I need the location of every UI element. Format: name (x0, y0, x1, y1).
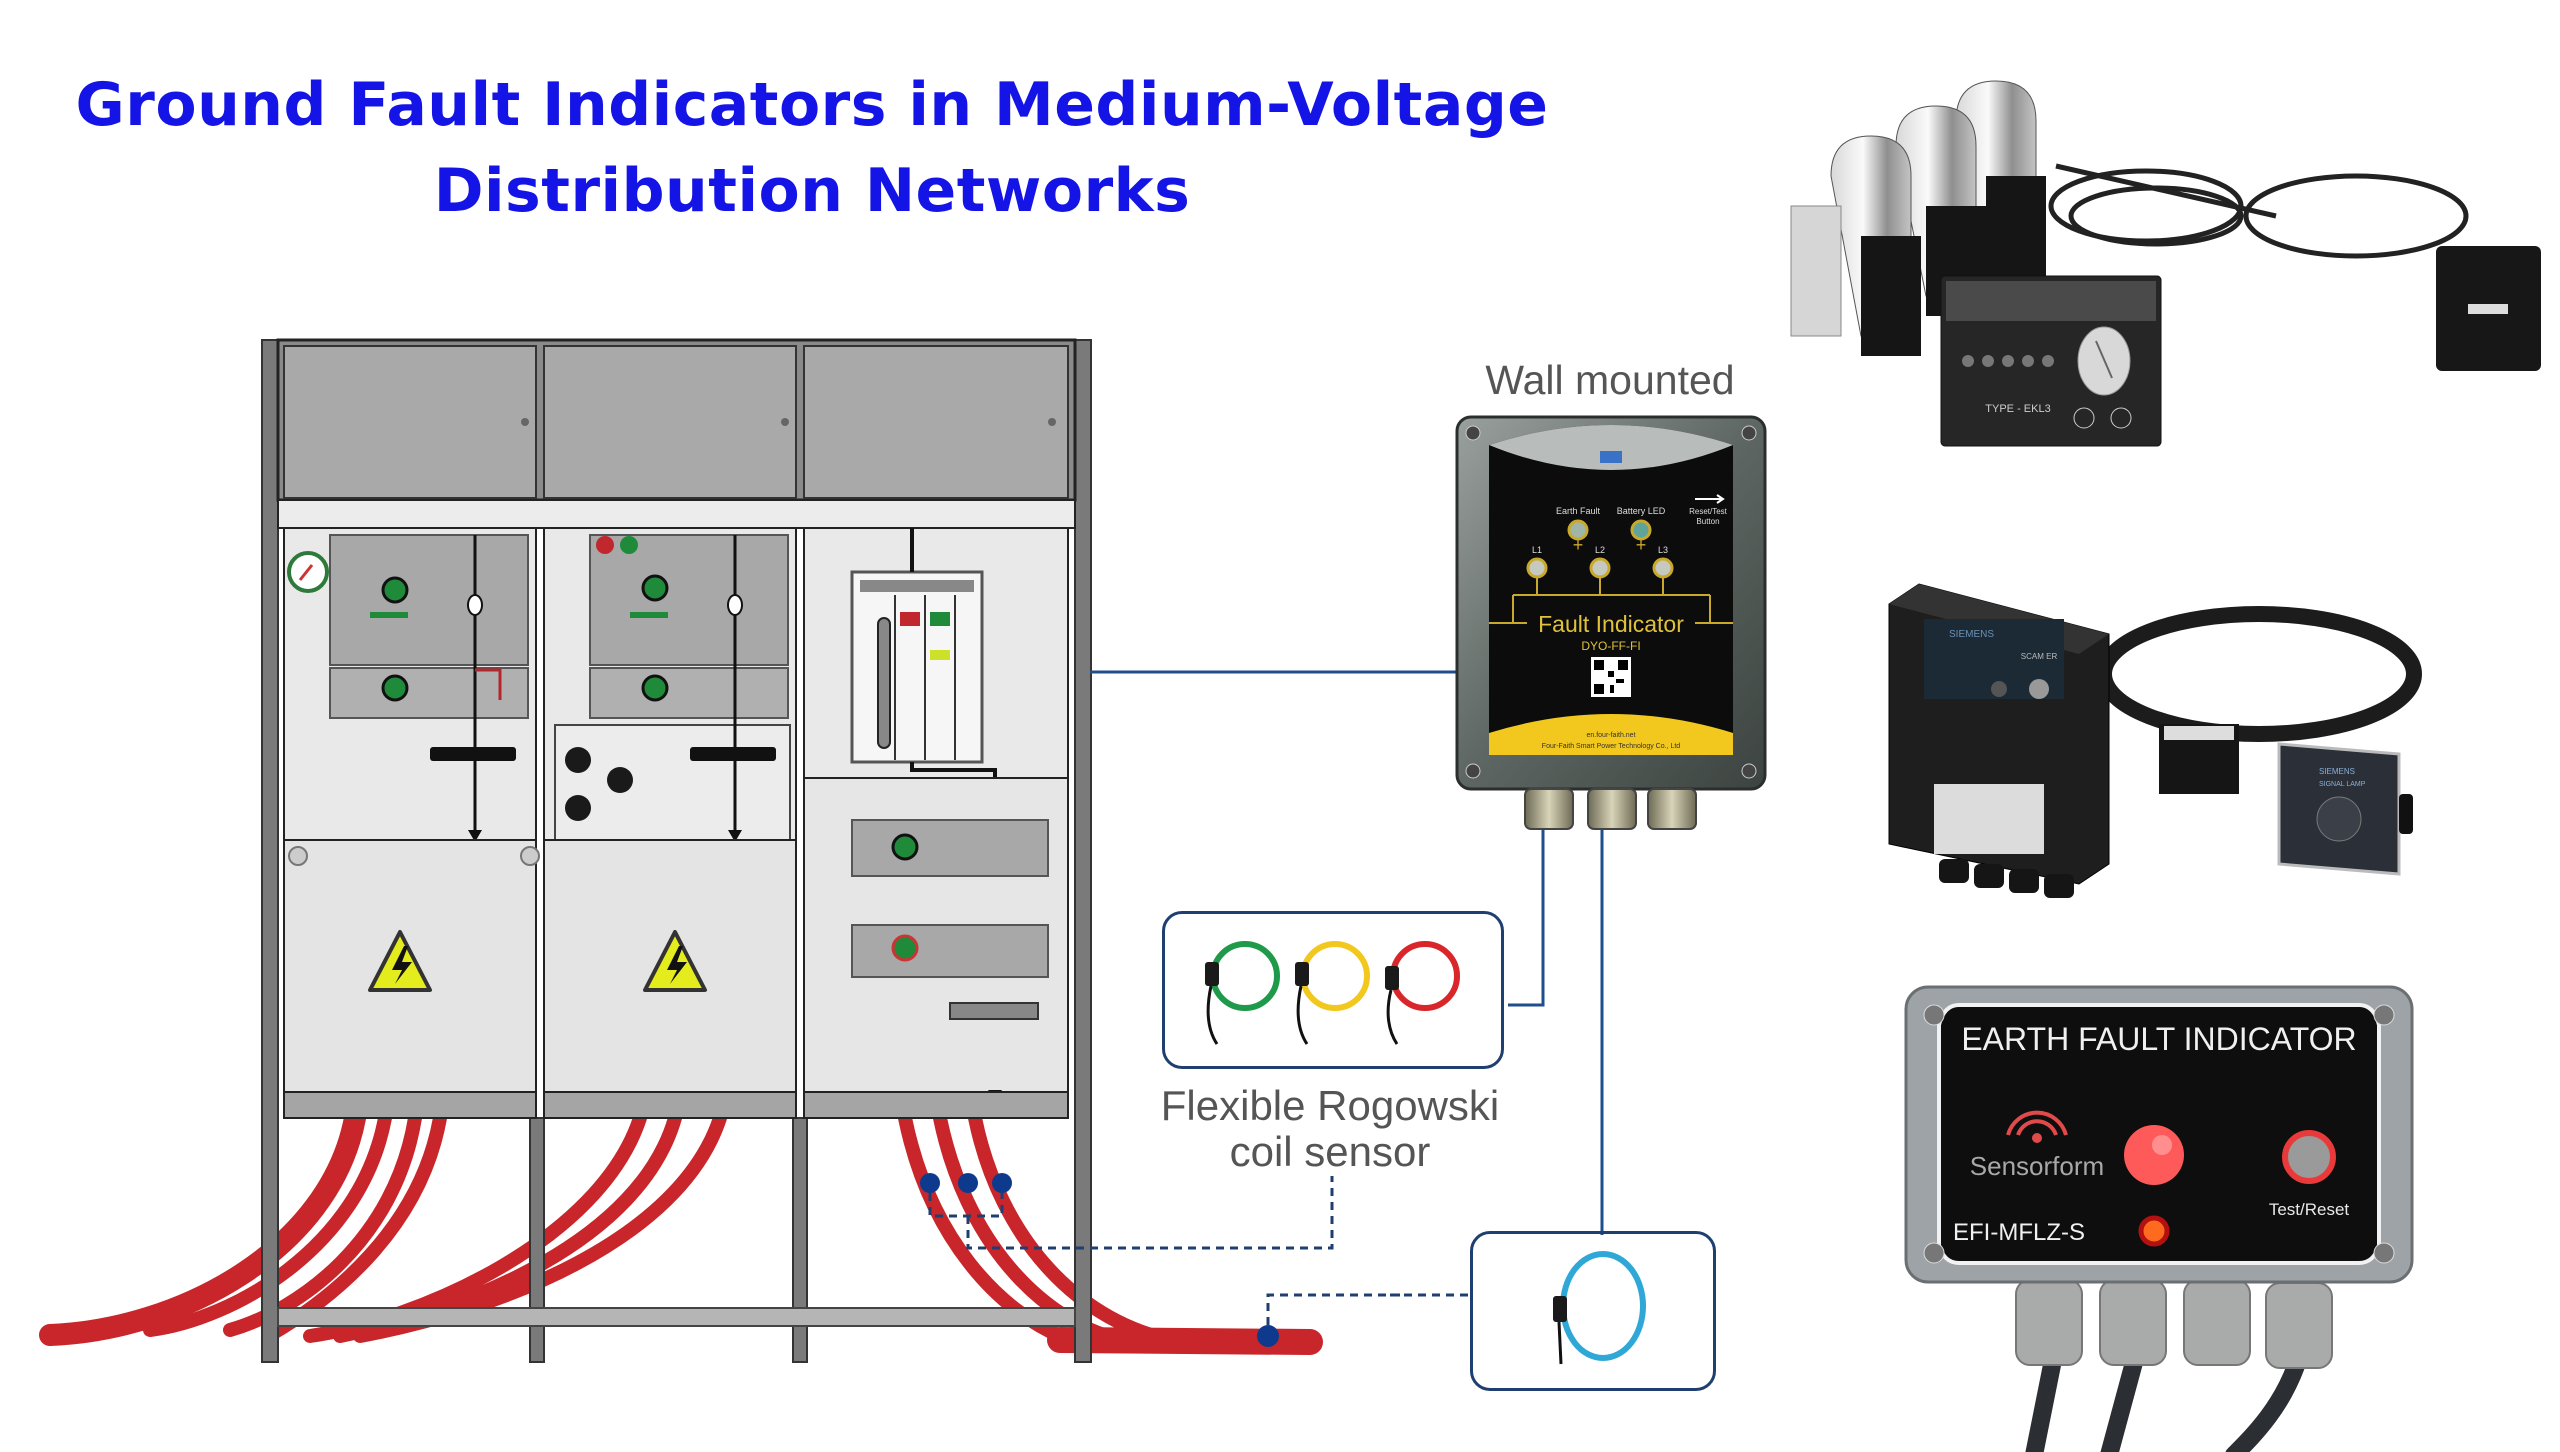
l1-led (1526, 557, 1548, 579)
cable-gland (2265, 1282, 2333, 1369)
sensor-dot (1257, 1325, 1279, 1347)
base-plinths (283, 1091, 1069, 1119)
battery-led-label: Battery LED (1617, 506, 1666, 516)
rogowski-caption-line-2: coil sensor (1229, 1128, 1431, 1175)
wireless-signal-icon (2006, 1110, 2068, 1136)
page-title-line-2: Distribution Networks (433, 156, 1191, 226)
svg-text:+: + (1573, 535, 1584, 555)
product-photo-siemens: SIEMENS SCAM ER SIEMENS SIGNAL LAMP (1888, 583, 2422, 898)
siemens-brand: SIEMENS (1949, 629, 1994, 640)
dashed-leaders (928, 1176, 1400, 1325)
high-voltage-warning-icon (643, 930, 707, 992)
panel-2 (543, 527, 797, 842)
coil-red (1385, 941, 1460, 1045)
l3-label: L3 (1658, 545, 1668, 555)
coil-blue (1553, 1251, 1646, 1365)
fault-indicator-lamp (2124, 1125, 2184, 1185)
sensorform-brand: Sensorform (1970, 1151, 2104, 1181)
rogowski-coils-box (1162, 911, 1504, 1069)
test-reset-button (2282, 1130, 2336, 1184)
panel-1 (283, 527, 537, 842)
battery-led (1630, 519, 1652, 541)
l2-label: L2 (1595, 545, 1605, 555)
status-led (2138, 1215, 2170, 1247)
unit-label: SCAM ER (2021, 652, 2058, 661)
clamp-ct-right (2436, 246, 2541, 371)
switchgear-frame (261, 339, 1092, 1363)
single-rogowski-coil-box (1470, 1231, 1716, 1391)
wall-mounted-caption: Wall mounted (1485, 357, 1735, 403)
connector-lines (1090, 670, 1604, 1235)
brand-logo-icon (1600, 451, 1622, 463)
l2-led (1589, 557, 1611, 579)
reset-test-button (2110, 407, 2132, 429)
fault-indicator-model: DYO-FF-FI (1581, 639, 1640, 653)
lower-doors (283, 839, 797, 1093)
test-reset-label: Test/Reset (2269, 1200, 2350, 1219)
page-title-line-1: Ground Fault Indicators in Medium-Voltag… (75, 70, 1549, 140)
coil-yellow (1295, 941, 1370, 1045)
sensor-dot (920, 1173, 940, 1193)
panel-3 (803, 527, 1069, 1100)
qr-code-icon (1591, 657, 1631, 697)
fault-indicator-name: Fault Indicator (1538, 611, 1684, 637)
earth-fault-label: Earth Fault (1556, 506, 1601, 516)
cable-gland (1524, 788, 1574, 830)
coil-green (1205, 941, 1280, 1045)
sensor-dot (958, 1173, 978, 1193)
button-label: Button (1696, 517, 1719, 526)
svg-text:+: + (1636, 535, 1647, 555)
display-unit: TYPE - EKL3 (1940, 275, 2162, 447)
cable-gland (2183, 1279, 2251, 1366)
cable-gland (1587, 788, 1637, 830)
signal-lamp: SIEMENS SIGNAL LAMP (2277, 742, 2413, 876)
rating-label (1934, 784, 2044, 854)
clamp-ct (1790, 135, 1921, 356)
switchgear-diagram (39, 338, 1400, 1363)
rogowski-caption-line-1: Flexible Rogowski (1160, 1082, 1500, 1129)
earth-fault-indicator-title: EARTH FAULT INDICATOR (1961, 1021, 2356, 1057)
l3-led (1652, 557, 1674, 579)
earth-fault-led (1567, 519, 1589, 541)
website-label: en.four-faith.net (1586, 732, 1635, 739)
company-label: Four-Faith Smart Power Technology Co., L… (1542, 743, 1680, 750)
clamp-ct (1955, 80, 2046, 286)
model-label: EFI-MFLZ-S (1953, 1219, 2085, 1246)
high-voltage-warning-icon (368, 930, 432, 992)
lamp-lens-icon (2316, 796, 2362, 842)
product-photo-earth-fault-indicator: EARTH FAULT INDICATOR Sensorform EFI-MFL… (1904, 985, 2414, 1452)
reset-test-label: Reset/Test (1689, 507, 1728, 516)
arrow-right-icon (1695, 494, 1725, 504)
lamp-brand: SIEMENS (2319, 767, 2355, 776)
time-set-button (2073, 407, 2095, 429)
product-photo-clamp-sensors: TYPE - EKL3 (1790, 80, 2541, 447)
top-compartments (276, 338, 1077, 502)
cable-gland (2099, 1279, 2167, 1366)
lamp-label: SIGNAL LAMP (2319, 781, 2366, 788)
rogowski-coils (1205, 941, 1460, 1045)
sensor-dot (992, 1173, 1012, 1193)
sensor-markers (920, 1173, 1279, 1347)
type-label: TYPE - EKL3 (1985, 403, 2050, 415)
cable-gland (1647, 788, 1697, 830)
cable-gland (2015, 1279, 2083, 1366)
dashed-leader-coil (1390, 1293, 1470, 1297)
l1-label: L1 (1532, 545, 1542, 555)
wall-mounted-fault-indicator: Earth Fault Battery LED Reset/Test Butto… (1455, 415, 1767, 830)
